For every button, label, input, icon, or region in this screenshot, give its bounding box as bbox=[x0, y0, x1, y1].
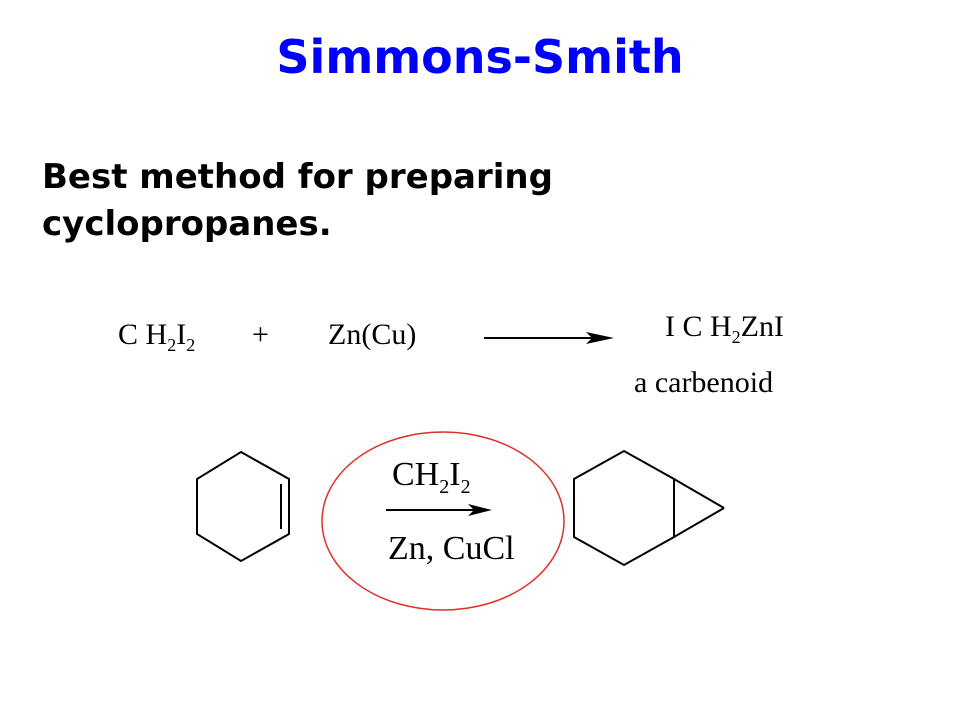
arrow-bottom-reagent: Zn, CuCl bbox=[388, 530, 515, 567]
subtitle-line-2: cyclopropanes. bbox=[42, 204, 332, 244]
plus-sign: + bbox=[252, 318, 269, 351]
arrow-top-i: I bbox=[449, 456, 461, 493]
reagent-ch2i2-c-h: C H bbox=[118, 318, 168, 351]
reagent-ch2i2-i: I bbox=[176, 318, 187, 351]
slide-subtitle: Best method for preparing cyclopropanes. bbox=[42, 154, 742, 248]
slide-title: Simmons-Smith bbox=[276, 30, 684, 84]
product-sub-2: 2 bbox=[731, 327, 741, 347]
reagent-zn-cu: Zn(Cu) bbox=[328, 318, 417, 351]
reaction2-arrow bbox=[386, 504, 492, 516]
product-zni-part: ZnI bbox=[740, 310, 784, 343]
arrow-top-reagent: CH2I2 bbox=[392, 456, 471, 499]
product-ich-part: I C H bbox=[665, 310, 732, 343]
carbenoid-label: a carbenoid bbox=[634, 366, 774, 399]
arrow-top-sub-2b: 2 bbox=[460, 475, 471, 498]
product-carbenoid-formula: I C H2ZnI bbox=[665, 310, 784, 348]
cyclohexene-structure bbox=[196, 450, 290, 563]
arrow-top-sub-2a: 2 bbox=[439, 475, 450, 498]
reagent-circle bbox=[321, 431, 565, 611]
reagent-ch2i2-sub-2b: 2 bbox=[186, 335, 196, 355]
reagent-ch2i2-sub-2a: 2 bbox=[167, 335, 177, 355]
bicycloheptane-structure bbox=[573, 449, 725, 567]
reaction1-arrow bbox=[484, 332, 614, 344]
subtitle-line-1: Best method for preparing bbox=[42, 157, 553, 197]
reagent-ch2i2: C H2I2 bbox=[118, 318, 195, 356]
arrow-top-ch: CH bbox=[392, 456, 440, 493]
